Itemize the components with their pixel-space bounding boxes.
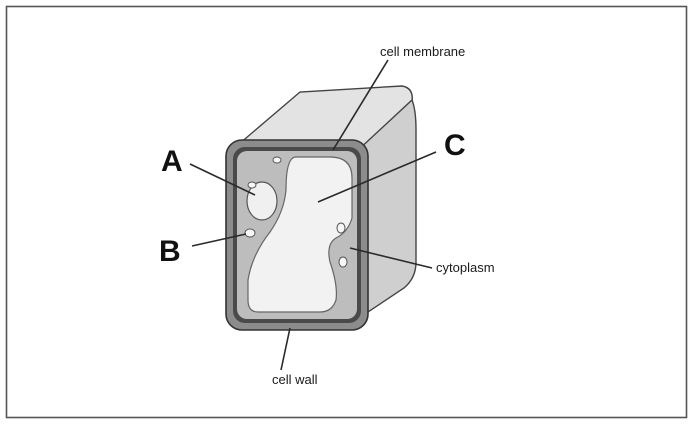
small-organelle (247, 181, 257, 189)
label-cytoplasm: cytoplasm (436, 260, 495, 275)
small-organelle (338, 256, 348, 268)
small-organelle (272, 156, 282, 164)
leader-c (317, 151, 437, 203)
central-vacuole (247, 156, 353, 313)
cell-side-face (355, 98, 417, 322)
small-organelle (336, 222, 346, 234)
leader-b (191, 233, 247, 247)
organelle-b (244, 228, 256, 238)
label-c: C (444, 129, 466, 162)
organelle-a (246, 181, 278, 221)
leader-cytoplasm (349, 247, 433, 269)
label-cell-membrane: cell membrane (380, 44, 465, 59)
label-a: A (161, 145, 183, 178)
leader-cell-wall (280, 327, 291, 371)
label-cell-wall: cell wall (272, 372, 318, 387)
label-b: B (159, 235, 181, 268)
leader-cell-membrane (332, 59, 389, 151)
leader-a (189, 163, 256, 196)
